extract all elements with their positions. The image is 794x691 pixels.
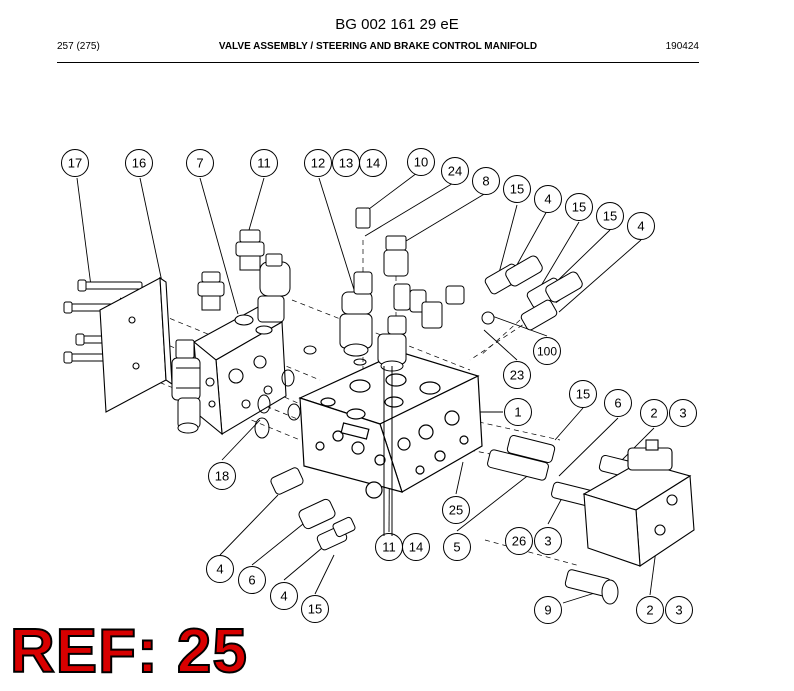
callout-label: 100 <box>537 345 557 359</box>
callout-label: 14 <box>366 156 380 171</box>
callout-label: 5 <box>453 540 460 555</box>
callout-circle <box>636 596 664 624</box>
callout-label: 13 <box>339 156 353 171</box>
callout-circle <box>533 337 561 365</box>
callout-label: 23 <box>510 368 524 383</box>
left-valve-block <box>193 305 287 436</box>
callout-label: 15 <box>572 200 586 215</box>
document-date: 190424 <box>665 41 699 52</box>
callout-label: 3 <box>544 534 551 549</box>
callout-label: 15 <box>510 182 524 197</box>
callout-circle <box>534 527 562 555</box>
callout-label: 4 <box>216 562 223 577</box>
callout-label: 4 <box>544 192 551 207</box>
callout-label: 15 <box>603 209 617 224</box>
callout-label: 1 <box>514 405 521 420</box>
right-top-cartridges <box>481 255 583 331</box>
callout-circle <box>441 157 469 185</box>
callout-circle <box>596 202 624 230</box>
callout-circle <box>534 185 562 213</box>
callout-circle <box>125 149 153 177</box>
callout-circle <box>640 399 668 427</box>
callout-circle <box>304 149 332 177</box>
callout-label: 2 <box>646 603 653 618</box>
page-number: 257 (275) <box>57 41 100 52</box>
callout-label: 24 <box>448 164 462 179</box>
callout-circle <box>186 149 214 177</box>
callout-label: 11 <box>382 540 396 555</box>
callout-circle <box>503 361 531 389</box>
callout-label: 16 <box>132 156 146 171</box>
lower-left-cartridges <box>270 467 356 551</box>
callout-circle <box>604 389 632 417</box>
callout-circle <box>442 496 470 524</box>
callout-label: 8 <box>482 174 489 189</box>
callout-circle <box>505 527 533 555</box>
callout-circle <box>301 595 329 623</box>
callout-label: 4 <box>637 219 644 234</box>
callout-label: 15 <box>308 602 322 617</box>
section-title: VALVE ASSEMBLY / STEERING AND BRAKE CONT… <box>218 41 538 52</box>
callout-circle <box>472 167 500 195</box>
callout-label: 3 <box>675 603 682 618</box>
center-pipe <box>383 366 393 536</box>
callout-circle <box>503 175 531 203</box>
left-solenoid-valve <box>171 339 201 434</box>
callout-label: 11 <box>257 156 271 171</box>
callout-label: 12 <box>311 156 325 171</box>
callout-label: 26 <box>512 534 526 549</box>
right-solenoid-body <box>582 439 695 567</box>
callout-circle <box>443 533 471 561</box>
callout-label: 6 <box>248 573 255 588</box>
upper-cartridge-valves <box>197 229 291 323</box>
callout-circle <box>250 149 278 177</box>
manifold-top-cartridges <box>339 207 465 372</box>
callout-circle <box>206 555 234 583</box>
callout-circle <box>669 399 697 427</box>
callout-label: 6 <box>614 396 621 411</box>
callout-label: 4 <box>280 589 287 604</box>
callout-circle <box>238 566 266 594</box>
callout-circle <box>208 462 236 490</box>
bottom-plug <box>564 569 619 605</box>
callout-circle <box>504 398 532 426</box>
document-number: BG 002 161 29 eE <box>335 16 459 33</box>
callout-label: 25 <box>449 503 463 518</box>
mounting-plate <box>99 276 173 413</box>
callout-circle <box>270 582 298 610</box>
callout-label: 14 <box>409 540 423 555</box>
header-row: 257 (275) VALVE ASSEMBLY / STEERING AND … <box>57 41 699 57</box>
main-manifold-block <box>298 351 483 499</box>
header-rule <box>57 62 699 63</box>
callout-label: 18 <box>215 469 229 484</box>
callout-circle <box>627 212 655 240</box>
callout-label: 3 <box>679 406 686 421</box>
callout-label: 9 <box>544 603 551 618</box>
callout-circle <box>407 148 435 176</box>
o-rings <box>254 345 367 439</box>
callout-circle <box>665 596 693 624</box>
callout-circle <box>61 149 89 177</box>
callout-label: 15 <box>576 387 590 402</box>
callout-circle <box>534 596 562 624</box>
callout-circle <box>402 533 430 561</box>
reference-label: REF: 25 <box>9 616 248 687</box>
callout-circle <box>565 193 593 221</box>
callout-label: 17 <box>68 156 82 171</box>
callout-label: 2 <box>650 406 657 421</box>
right-side-cartridges <box>487 435 632 507</box>
callout-circle <box>359 149 387 177</box>
callout-circle <box>569 380 597 408</box>
callout-label: 7 <box>196 156 203 171</box>
callout-label: 10 <box>414 155 428 170</box>
